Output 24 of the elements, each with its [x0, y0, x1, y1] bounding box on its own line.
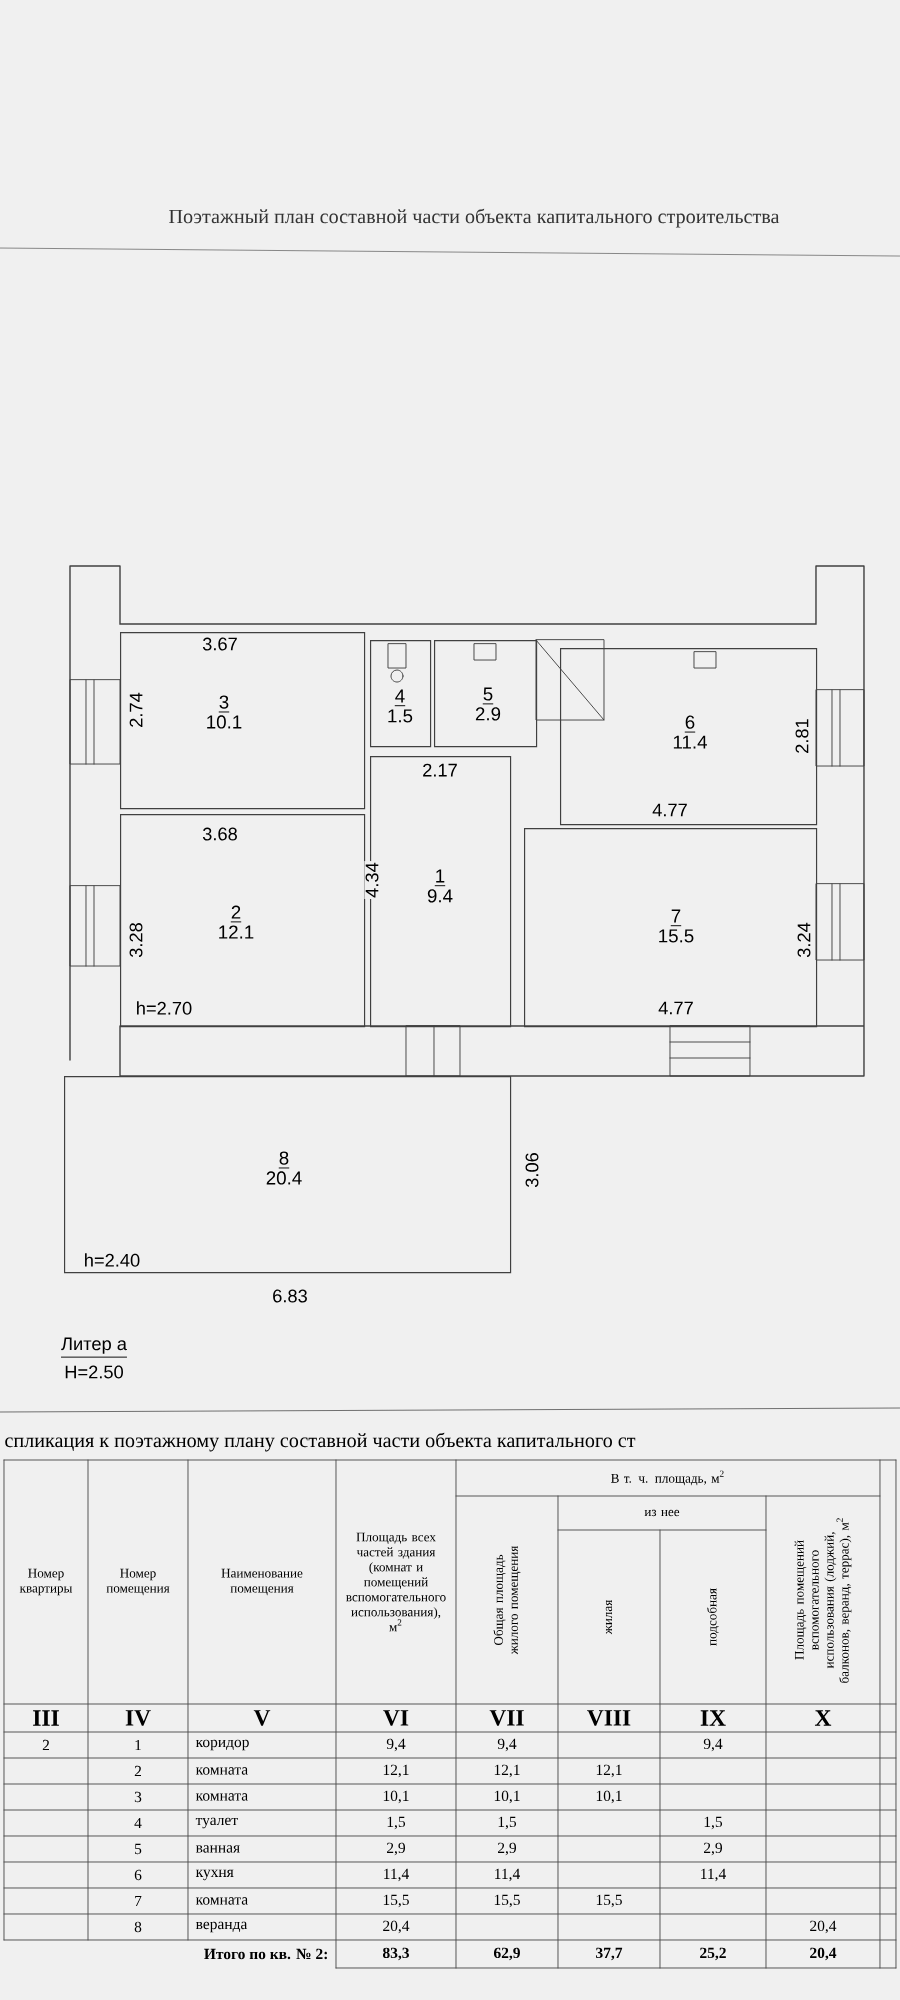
room: 4 1.5	[370, 640, 432, 748]
table-title: спликация к поэтажному плану составной части объекта капитального ст	[5, 1432, 636, 1452]
building-letter: Литер а	[60, 1337, 128, 1358]
column-number: X	[814, 1710, 832, 1726]
room-height-label: h=2.70	[134, 1000, 194, 1016]
column-number: III	[33, 1710, 59, 1726]
dimension-label: 2.17	[421, 762, 459, 778]
dimension-label: 4.34	[364, 861, 380, 899]
column-number: VI	[383, 1710, 409, 1726]
column-number: V	[253, 1710, 271, 1726]
dimension-label: 3.67	[201, 636, 239, 652]
dimension-label: 3.68	[201, 826, 239, 842]
column-number: IX	[700, 1710, 726, 1726]
column-number: VII	[489, 1710, 524, 1726]
dimension-label: 2.81	[794, 717, 810, 755]
dimension-label: 2.74	[128, 691, 144, 729]
dimension-label: 3.24	[796, 921, 812, 959]
dimension-label: 3.28	[128, 921, 144, 959]
building-height: H=2.50	[65, 1365, 123, 1379]
room-height-label: h=2.40	[82, 1252, 142, 1268]
title: Поэтажный план составной части объекта капитального строительства	[169, 208, 780, 228]
room: 5 2.9	[434, 640, 538, 748]
column-number: VIII	[587, 1710, 631, 1726]
column-number: IV	[125, 1710, 151, 1726]
